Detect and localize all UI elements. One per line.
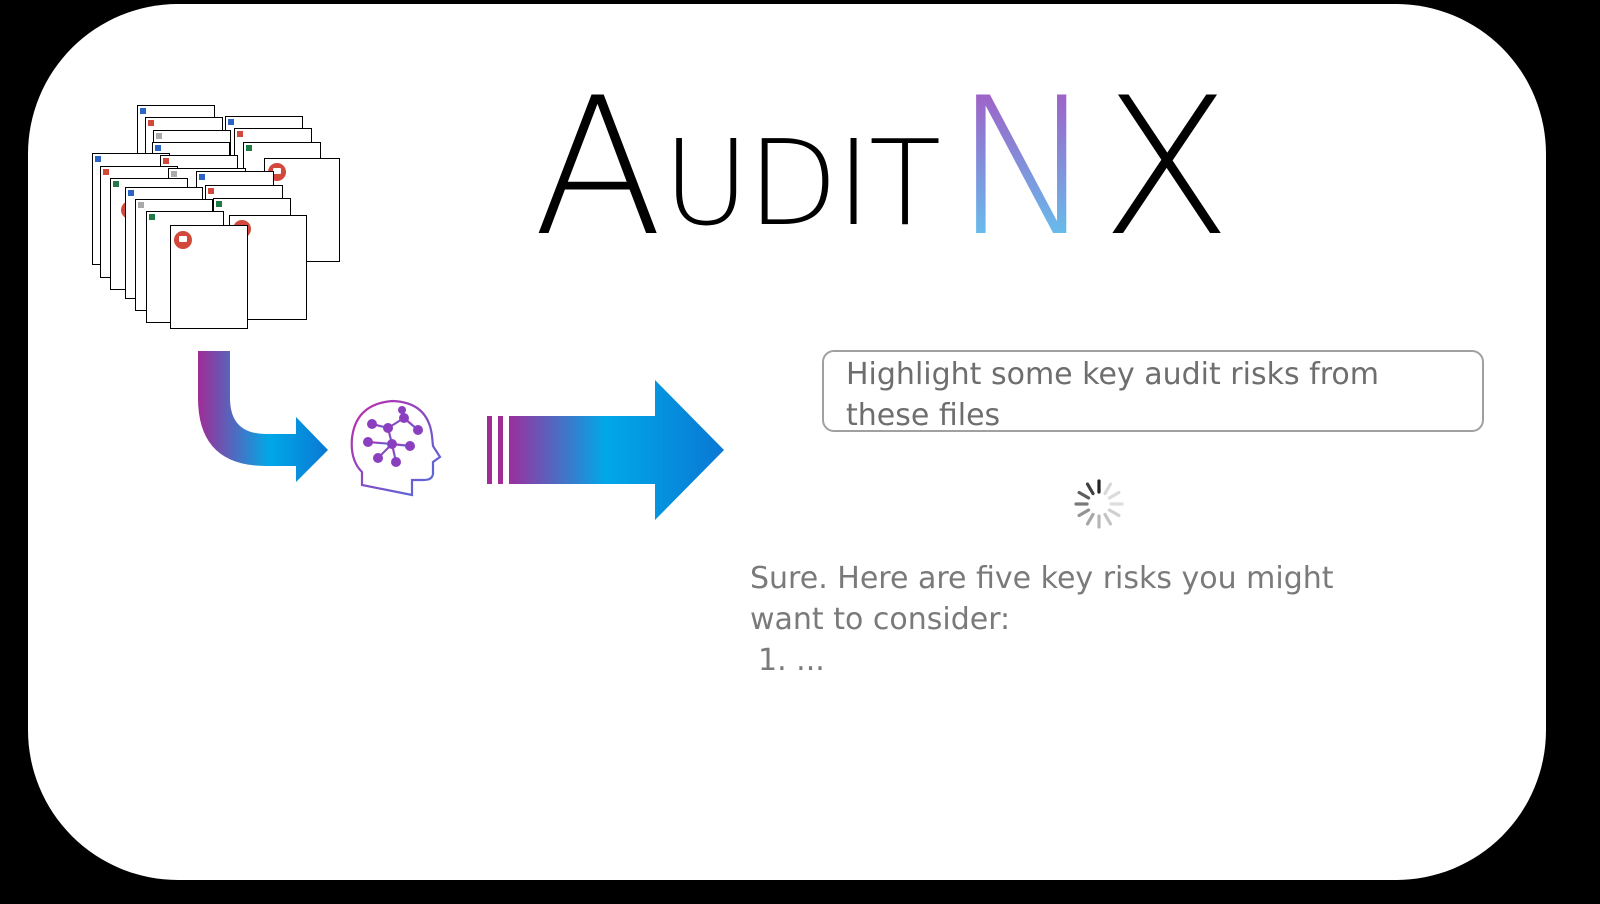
auditnx-logo: A UDIT N X [533, 57, 1232, 278]
logo-letters-udit: UDIT [662, 114, 941, 252]
response-line: want to consider: [750, 602, 1011, 637]
bent-arrow-icon [198, 351, 328, 482]
loading-spinner-icon [1074, 479, 1124, 529]
ai-brain-network-icon [350, 399, 442, 497]
document-icon [170, 225, 248, 329]
logo-letter-a: A [533, 57, 663, 278]
big-right-arrow-icon [487, 380, 724, 520]
logo-letter-n: N [953, 57, 1096, 278]
prompt-input[interactable]: Highlight some key audit risks from thes… [822, 350, 1484, 433]
response-list-item: 1. ... [758, 643, 825, 678]
stacked-documents-icon [88, 100, 348, 335]
response-line: Sure. Here are five key risks you might [750, 561, 1334, 596]
ai-response: Sure. Here are five key risks you might … [750, 558, 1350, 681]
logo-letter-x: X [1101, 57, 1232, 278]
